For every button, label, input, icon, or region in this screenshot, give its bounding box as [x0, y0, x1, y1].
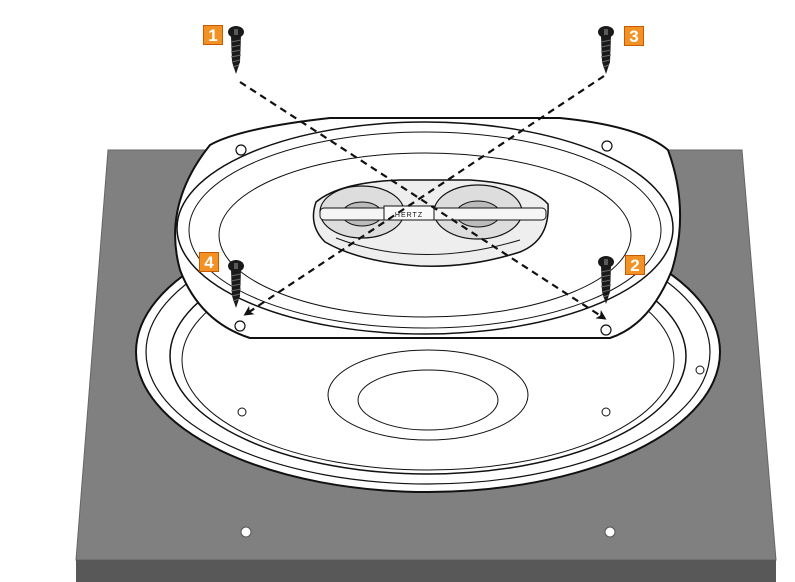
guide-line-1: [239, 81, 607, 320]
screw-guide-lines: [239, 75, 607, 320]
panel-hole-left: [240, 526, 252, 538]
panel-hole-right: [604, 526, 616, 538]
screw-icon: [597, 25, 615, 75]
step-label-3: 3: [629, 26, 639, 46]
step-badge-2: 2: [625, 255, 645, 275]
step-label-2: 2: [630, 255, 640, 275]
step-label-4: 4: [204, 252, 214, 272]
speaker-icon: HERTZ: [174, 117, 682, 339]
step-badge-4: 4: [199, 252, 219, 272]
screw-icon: [227, 25, 245, 75]
step-badge-3: 3: [624, 26, 644, 46]
brand-logo-text: HERTZ: [395, 212, 423, 219]
step-badge-1: 1: [203, 25, 223, 45]
step-label-1: 1: [208, 25, 218, 45]
